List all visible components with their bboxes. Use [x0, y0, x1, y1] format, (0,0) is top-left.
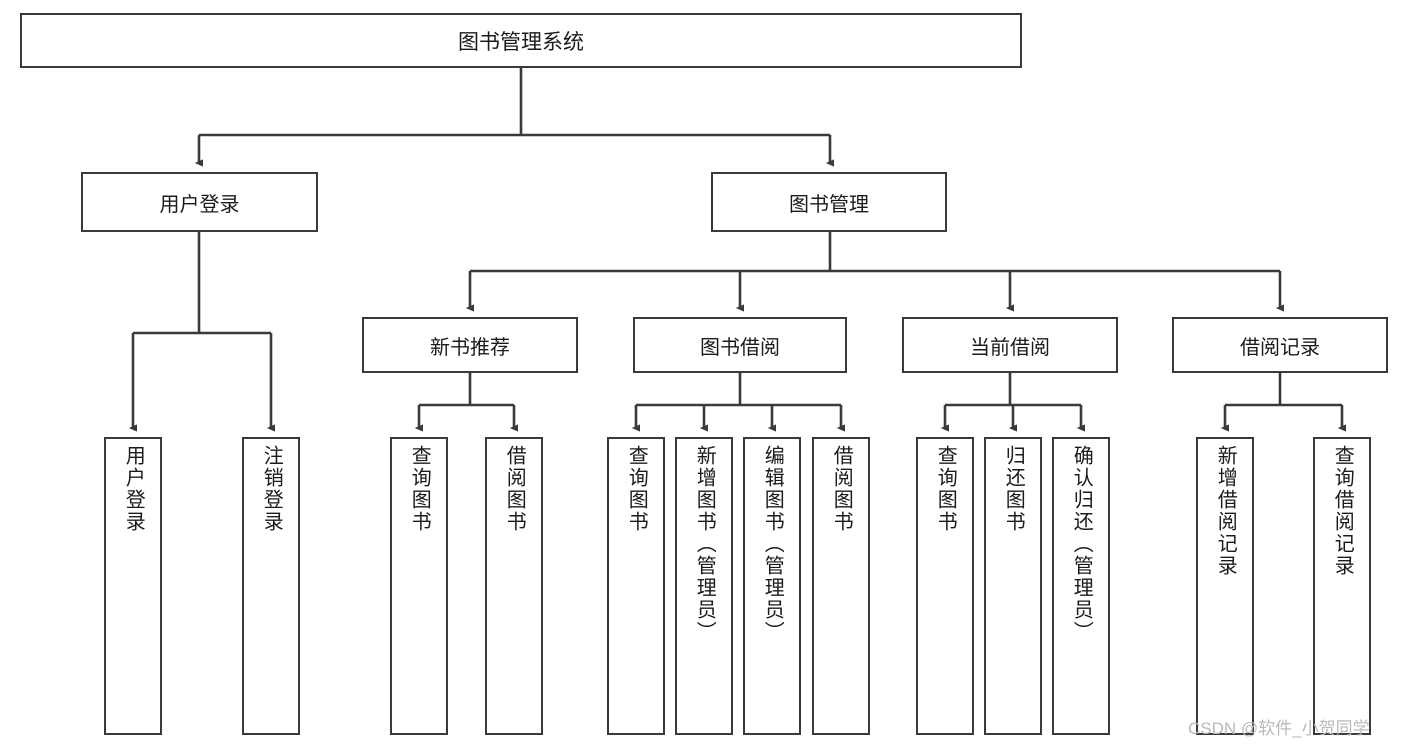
- leaf-label: 查询借阅记录: [1331, 445, 1354, 577]
- leaf-label: 查询图书: [625, 445, 648, 533]
- node-label: 借阅记录: [1240, 336, 1320, 359]
- node-label: 用户登录: [159, 193, 240, 216]
- node-current-borrow[interactable]: 当前借阅: [902, 317, 1118, 373]
- leaf-user-login[interactable]: 用户登录: [104, 437, 162, 735]
- csdn-watermark: CSDN @软件_小贺同学: [1188, 719, 1370, 738]
- leaf-record-add[interactable]: 新增借阅记录: [1196, 437, 1254, 735]
- leaf-new-book-query[interactable]: 查询图书: [390, 437, 448, 735]
- node-label: 图书管理系统: [458, 30, 584, 54]
- leaf-current-confirm-return[interactable]: 确认归还（管理员）: [1052, 437, 1110, 735]
- leaf-label: 用户登录: [122, 445, 145, 533]
- leaf-label: 借阅图书: [830, 445, 853, 533]
- node-label: 图书借阅: [700, 336, 780, 359]
- leaf-borrow-query-book[interactable]: 查询图书: [607, 437, 665, 735]
- leaf-label: 注销登录: [260, 445, 283, 533]
- node-new-book-recommend[interactable]: 新书推荐: [362, 317, 578, 373]
- leaf-label: 借阅图书: [503, 445, 526, 533]
- node-root-book-management-system[interactable]: 图书管理系统: [20, 13, 1022, 68]
- node-borrow-record[interactable]: 借阅记录: [1172, 317, 1388, 373]
- leaf-label: 归还图书: [1002, 445, 1025, 533]
- leaf-label: 查询图书: [408, 445, 431, 533]
- leaf-logout[interactable]: 注销登录: [242, 437, 300, 735]
- leaf-current-query-book[interactable]: 查询图书: [916, 437, 974, 735]
- leaf-label: 新增图书（管理员）: [693, 445, 716, 643]
- leaf-label: 确认归还（管理员）: [1070, 445, 1093, 643]
- leaf-new-book-borrow[interactable]: 借阅图书: [485, 437, 543, 735]
- node-book-borrow[interactable]: 图书借阅: [633, 317, 847, 373]
- leaf-record-query[interactable]: 查询借阅记录: [1313, 437, 1371, 735]
- node-label: 新书推荐: [430, 336, 510, 359]
- node-user-login[interactable]: 用户登录: [81, 172, 318, 232]
- leaf-current-return-book[interactable]: 归还图书: [984, 437, 1042, 735]
- node-book-management[interactable]: 图书管理: [711, 172, 947, 232]
- leaf-label: 查询图书: [934, 445, 957, 533]
- leaf-label: 新增借阅记录: [1214, 445, 1237, 577]
- node-label: 当前借阅: [970, 336, 1050, 359]
- node-label: 图书管理: [789, 193, 869, 216]
- leaf-borrow-edit-book[interactable]: 编辑图书（管理员）: [743, 437, 801, 735]
- leaf-label: 编辑图书（管理员）: [761, 445, 784, 643]
- leaf-borrow-add-book[interactable]: 新增图书（管理员）: [675, 437, 733, 735]
- leaf-borrow-book[interactable]: 借阅图书: [812, 437, 870, 735]
